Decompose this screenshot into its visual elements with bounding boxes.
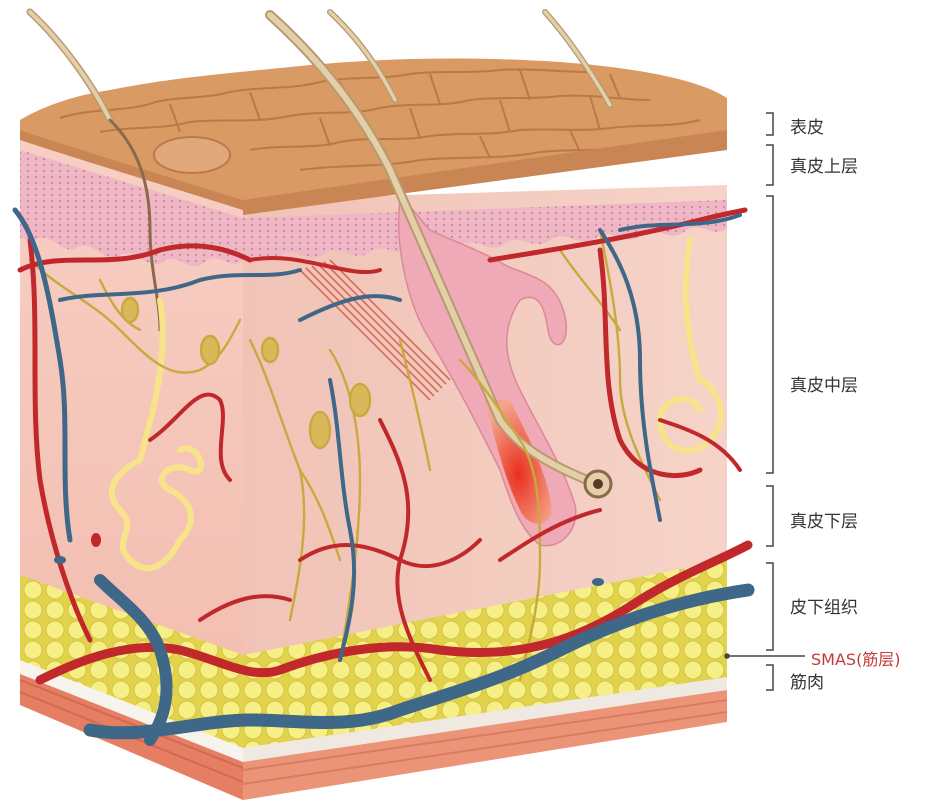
pore-bump (154, 137, 230, 173)
bracket-upper-dermis (766, 145, 773, 185)
label-subcutaneous: 皮下组织 (790, 593, 858, 618)
label-lower-dermis: 真皮下层 (790, 507, 858, 532)
bracket-epidermis (766, 113, 773, 135)
bracket-muscle (766, 665, 773, 690)
label-epidermis: 表皮 (790, 113, 824, 138)
bracket-subcutaneous (766, 563, 773, 650)
bracket-middle-dermis (766, 196, 773, 473)
label-upper-dermis: 真皮上层 (790, 152, 858, 177)
bracket-lower-dermis (766, 486, 773, 546)
label-muscle: 筋肉 (790, 668, 824, 693)
label-smas: SMAS(筋层) (811, 646, 901, 670)
label-middle-dermis: 真皮中层 (790, 371, 858, 396)
